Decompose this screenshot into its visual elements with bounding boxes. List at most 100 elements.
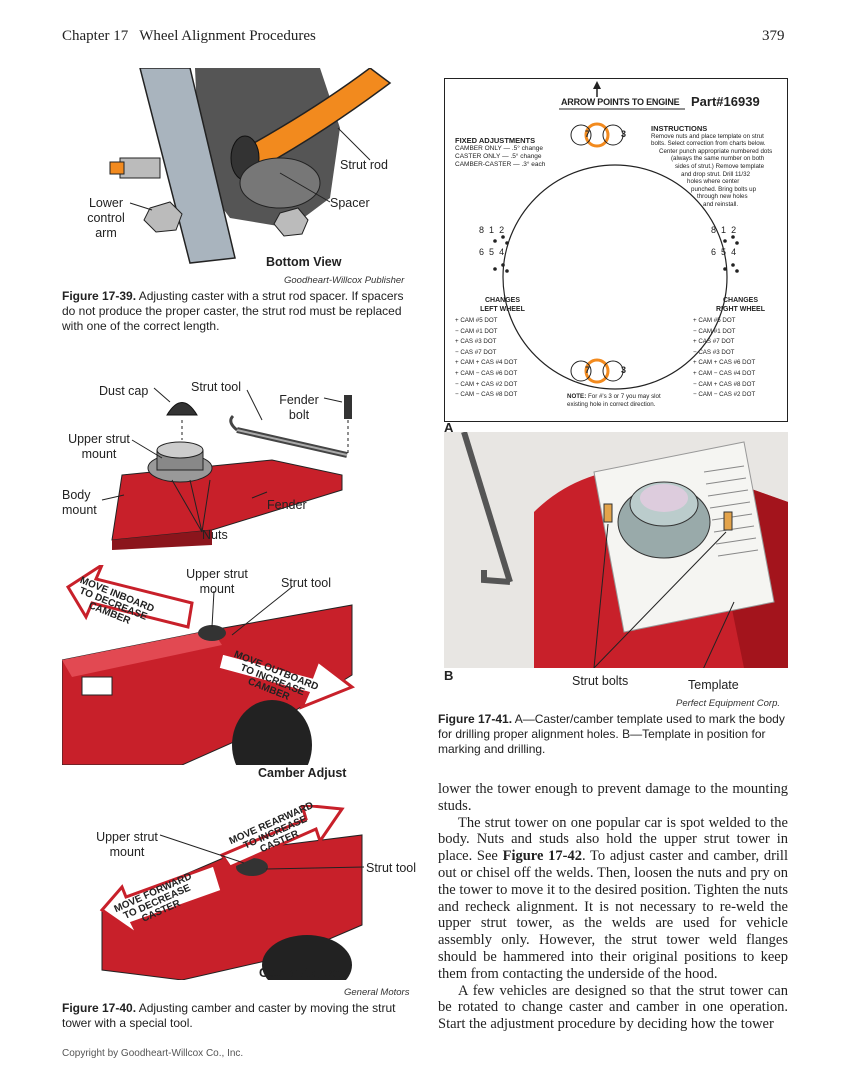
body-paragraph-2: The strut tower on one popular car is sp…	[438, 815, 788, 983]
fig41-left-line: + CAM − CAS #6 DOT	[455, 369, 518, 377]
fig41-instr-line: sides of strut.) Remove template	[675, 162, 765, 170]
chapter-header: Chapter 17 Wheel Alignment Procedures	[62, 28, 316, 45]
fig41-right-line: − CAM − CAS #2 DOT	[693, 391, 756, 399]
fig40-caster-illustration	[99, 805, 365, 980]
fig40-camber-wheel	[232, 700, 312, 765]
fig40-camber-illustration	[62, 565, 356, 765]
fig41-changes-right: CHANGES RIGHT WHEEL + CAM #5 DOT − CAM #…	[693, 297, 788, 401]
fig41-note: NOTE: For #'s 3 or 7 you may slot existi…	[567, 393, 677, 409]
fig41-instr-line: punched. Bring bolts up	[691, 185, 757, 193]
fig41-credit: Perfect Equipment Corp.	[676, 698, 781, 709]
dot-num-8: 8	[479, 225, 485, 235]
fig41-fixed-title: FIXED ADJUSTMENTS	[455, 136, 536, 145]
fig40-camber-arrow-outboard	[216, 651, 356, 710]
chapter-number: Chapter 17	[62, 28, 129, 44]
fig39-bushing	[239, 157, 321, 209]
fig39-nut	[273, 207, 309, 237]
fig41-instr-line: bolts. Select correction from charts bel…	[651, 140, 766, 148]
fig40-caption-text: Adjusting camber and caster by moving th…	[62, 1001, 396, 1030]
fig39-bolt	[119, 157, 161, 179]
body-text: lower the tower enough to prevent damage…	[438, 781, 788, 1033]
fig41-instr-line: holes where center	[687, 178, 740, 186]
fig39-label-strut-rod: Strut rod	[340, 158, 388, 172]
fig41-instr-line: through new holes	[697, 193, 748, 201]
fig41-fixed-line: CAMBER-CASTER — .3° each	[455, 161, 546, 168]
fig40-camber-arrow-inboard	[65, 565, 194, 629]
fig40-fender-bolt	[344, 395, 352, 419]
fig41-left-line: − CAM − CAS #8 DOT	[455, 391, 518, 399]
dot-num-1: 1	[489, 225, 495, 235]
fig40-exploded-illustration	[101, 387, 352, 550]
fig41-label-template: Template	[688, 678, 739, 692]
fig39-control-arm	[139, 68, 236, 264]
page-number: 379	[762, 28, 785, 44]
fig40-caster-arrow-rearward	[219, 805, 345, 869]
fig41-label-strut-bolts: Strut bolts	[572, 674, 629, 688]
fig39-caption-text: Adjusting caster with a strut rod spacer…	[62, 289, 404, 333]
fig40-caster-arrow-forward	[99, 863, 224, 937]
fig41-part-number: Part#16939	[691, 94, 760, 109]
fig41-right-title-1: CHANGES	[722, 297, 758, 304]
fig41-dot-3-bottom: 3	[621, 365, 627, 375]
fig41-note-bold: NOTE:	[567, 393, 587, 400]
fig40-credit: General Motors	[344, 987, 410, 998]
fig41-right-line: − CAM #1 DOT	[693, 327, 736, 335]
fig39-label-bottom-view: Bottom View	[266, 255, 342, 269]
fig41-dot-numbers-left: 8 1 2 6 5 4	[479, 225, 504, 258]
fig41-fixed-line: CAMBER ONLY — .5° change	[455, 145, 543, 152]
dot-num-5: 5	[721, 247, 727, 257]
footer-copyright: Copyright by Goodheart-Willcox Co., Inc.	[62, 1048, 244, 1059]
fig41-label-b: B	[444, 668, 454, 683]
fig40-caster-label-upper-strut-mount: Upper strut mount	[96, 830, 158, 859]
dot-num-8: 8	[711, 225, 717, 235]
fig41-fixed-line: CASTER ONLY — .5° change	[455, 153, 542, 160]
fig40-dust-cap	[166, 402, 198, 416]
fig41-instr-title: INSTRUCTIONS	[651, 124, 708, 133]
fig41-left-line: − CAM #1 DOT	[455, 327, 498, 335]
fig41-instr-line: (always the same number on both	[671, 155, 765, 163]
fig40-caster-wheel	[262, 935, 352, 980]
fig41-template-panel: ARROW POINTS TO ENGINE Part#16939 7 3 7 …	[444, 78, 788, 422]
dot-num-6: 6	[479, 247, 485, 257]
fig41-photo-strut-bolt	[723, 511, 733, 531]
fig41-left-title-1: CHANGES	[484, 297, 520, 304]
dot-num-4: 4	[499, 247, 505, 257]
fig40-caster-title: Caster Adjust	[259, 966, 340, 980]
fig41-instr-line: and drop strut. Drill 11/32	[681, 170, 751, 178]
fig39-label-spacer: Spacer	[330, 196, 370, 210]
body-figure-ref: Figure 17-42	[502, 848, 582, 865]
fig41-note-text: For #'s 3 or 7 you may slot existing hol…	[567, 393, 661, 408]
fig41-right-line: + CAM + CAS #6 DOT	[693, 359, 756, 367]
fig40-camber-label-upper-strut-mount: Upper strut mount	[186, 567, 248, 596]
fig41-photo	[444, 432, 788, 668]
fig41-right-title-2: RIGHT WHEEL	[716, 305, 765, 313]
fig40-label-fender: Fender	[267, 498, 307, 512]
fig41-instr-line: Remove nuts and place template on strut	[651, 132, 764, 140]
fig40-label-upper-strut-mount: Upper strut mount	[68, 432, 130, 461]
dot-num-6: 6	[711, 247, 717, 257]
fig41-dot-7-top: 7	[585, 129, 591, 139]
dot-num-2: 2	[731, 225, 737, 235]
fig41-right-line: + CAM − CAS #4 DOT	[693, 369, 756, 377]
fig40-label-body-mount: Body mount	[62, 488, 97, 517]
dot-num-5: 5	[489, 247, 495, 257]
fig41-label-a: A	[444, 420, 454, 435]
fig41-left-title-2: LEFT WHEEL	[480, 305, 525, 313]
fig39-credit: Goodheart-Willcox Publisher	[284, 275, 405, 286]
fig40-camber-title: Camber Adjust	[258, 766, 347, 780]
fig41-left-line: + CAM + CAS #4 DOT	[455, 359, 518, 367]
fig41-instr-line: Center punch appropriate numbered dots	[659, 147, 773, 155]
fig39-caption: Figure 17-39. Adjusting caster with a st…	[62, 289, 412, 334]
fig40-caption-number: Figure 17-40.	[62, 1001, 137, 1015]
fig40-label-nuts: Nuts	[202, 528, 228, 542]
fig39-label-lower-control-arm: Lower control arm	[87, 196, 125, 240]
fig39-caption-number: Figure 17-39.	[62, 289, 137, 303]
fig40-label-strut-tool: Strut tool	[191, 380, 242, 394]
dot-num-2: 2	[499, 225, 505, 235]
fig41-dot-7-bottom: 7	[585, 365, 591, 375]
fig41-instr-line: and reinstall.	[703, 200, 739, 208]
fig41-caption-number: Figure 17-41.	[438, 712, 513, 726]
fig41-left-line: + CAS #3 DOT	[455, 338, 497, 346]
fig40-label-fender-bolt: Fender bolt	[279, 393, 319, 422]
fig41-left-line: − CAS #7 DOT	[455, 348, 497, 356]
